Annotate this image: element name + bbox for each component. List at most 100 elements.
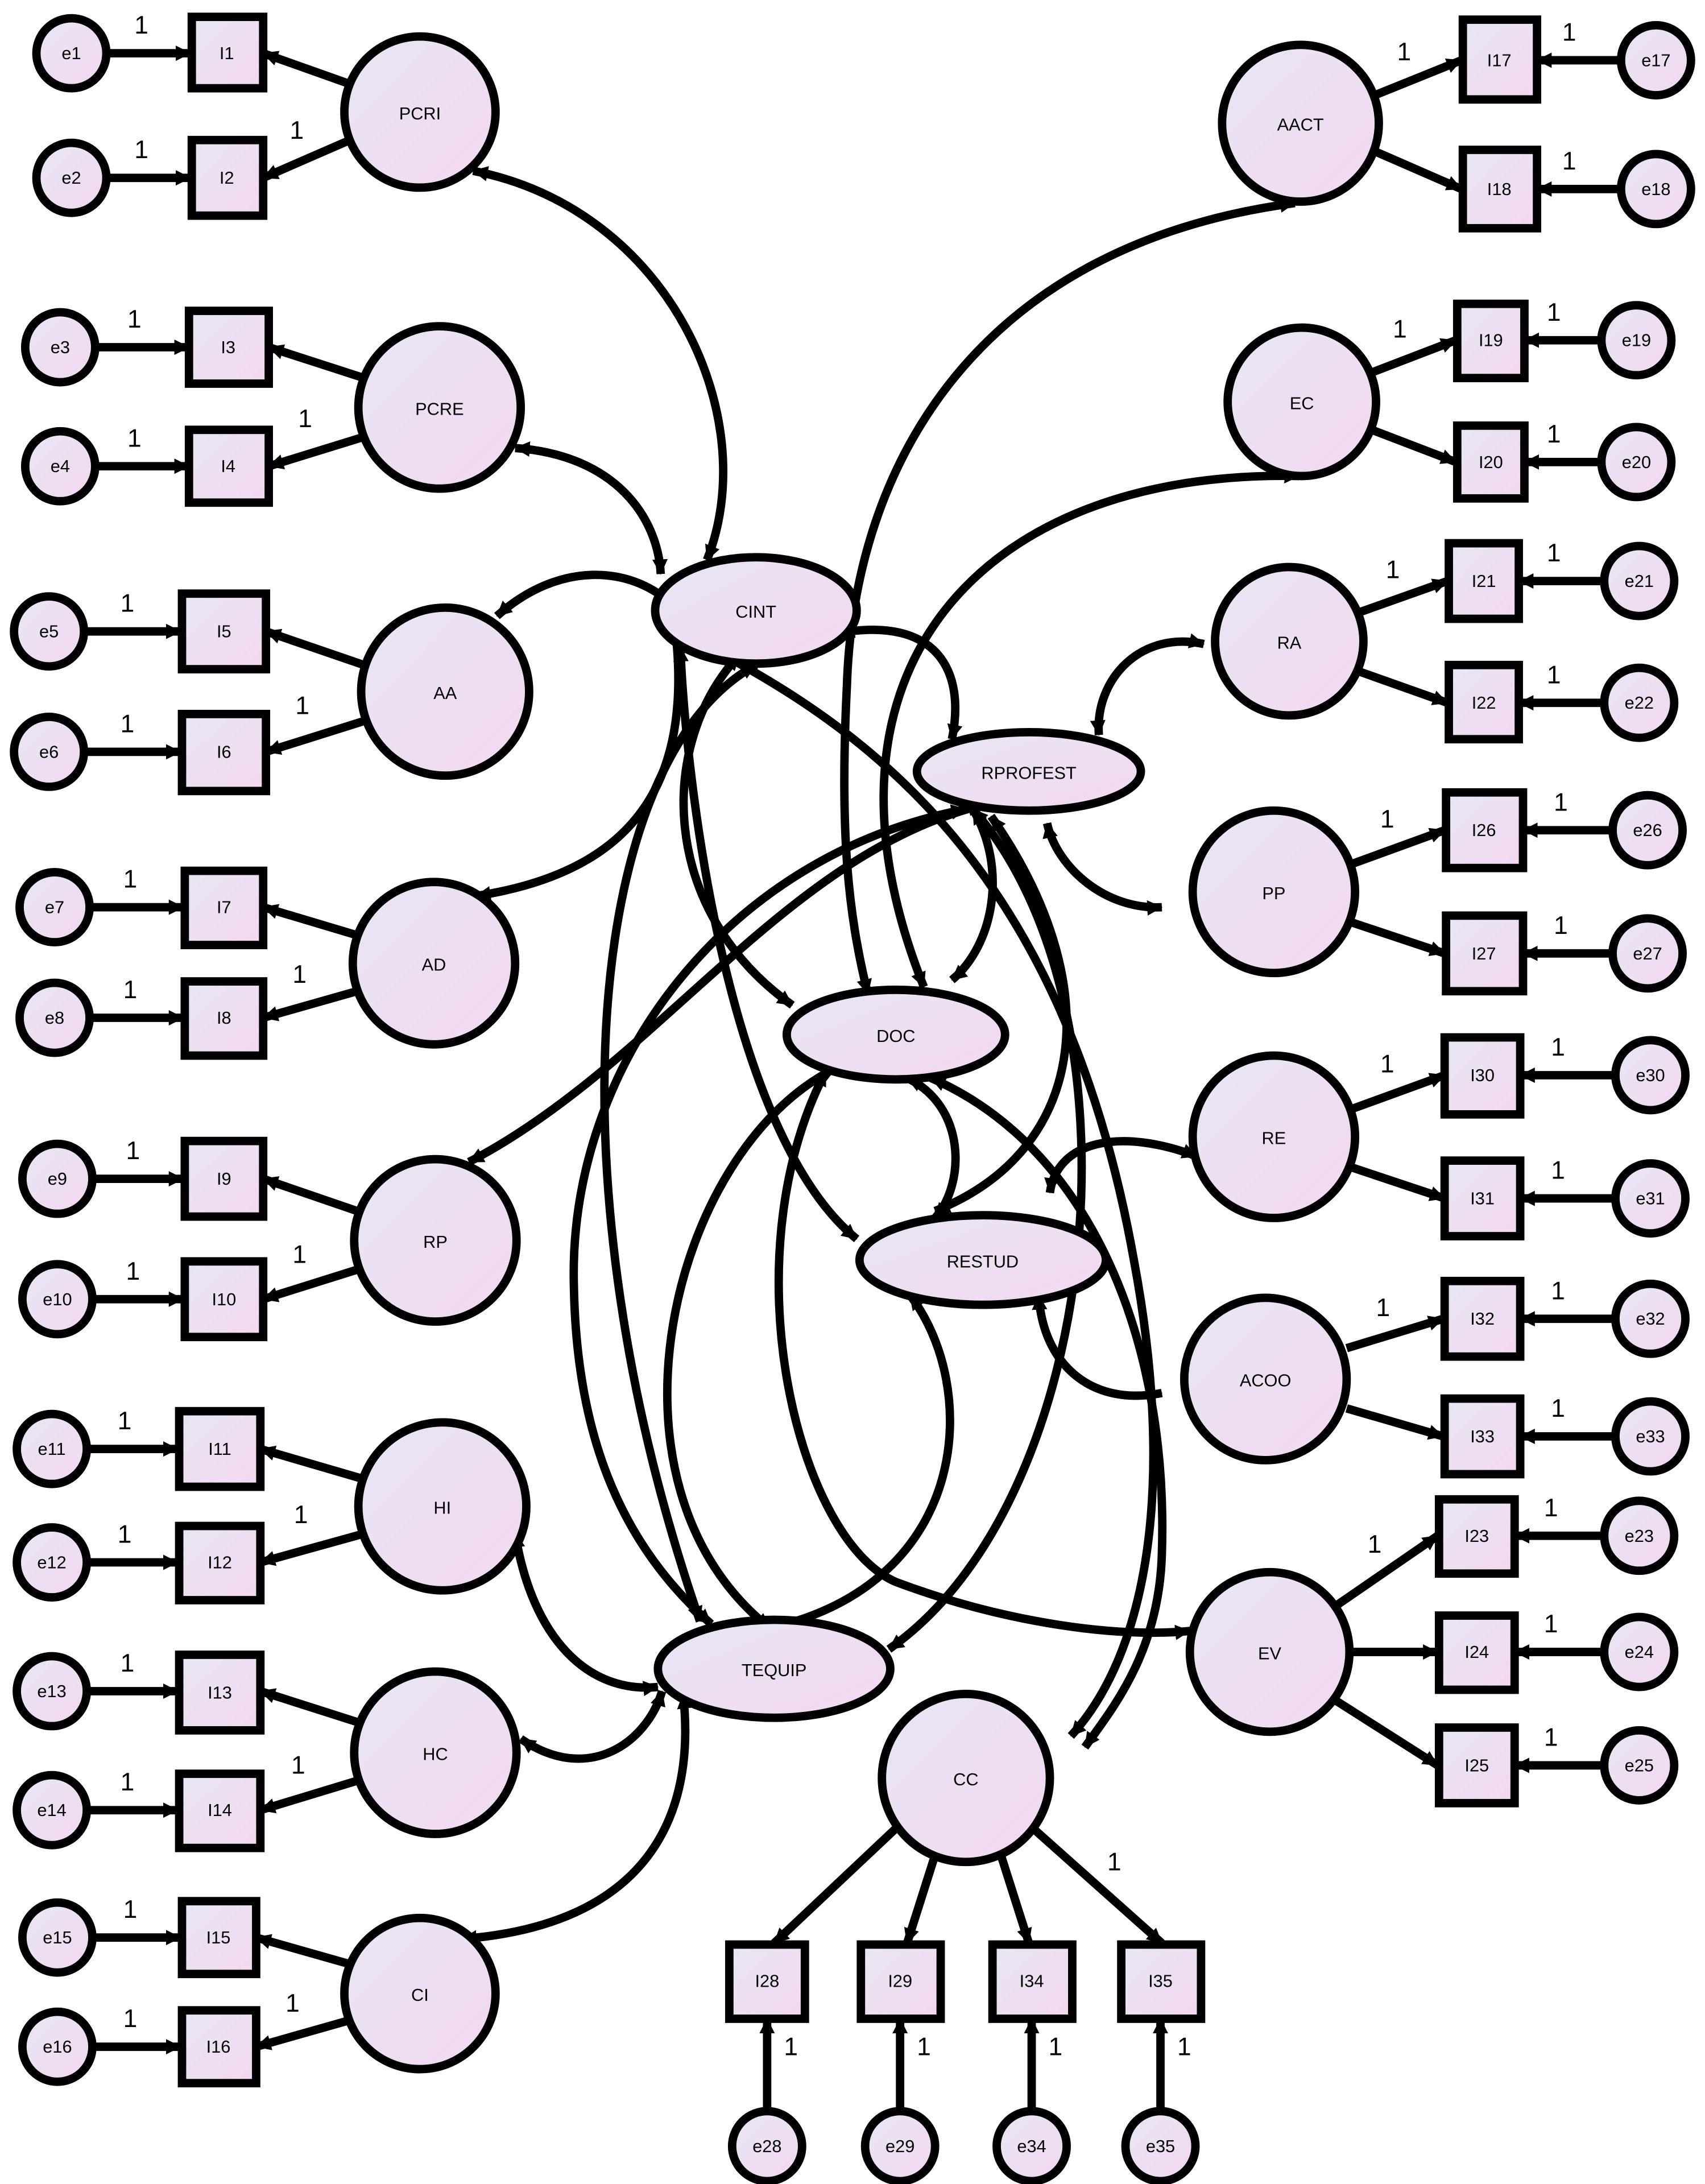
label-e20: e20	[1622, 452, 1651, 472]
weight-e27: 1	[1554, 912, 1568, 940]
label-i18: I18	[1487, 179, 1512, 199]
node-pcri	[340, 32, 500, 192]
label-pp: PP	[1262, 883, 1285, 903]
label-aa: AA	[433, 683, 457, 703]
weight-e35: 1	[1177, 2033, 1191, 2061]
weight-e17: 1	[1562, 18, 1576, 46]
label-i9: I9	[217, 1169, 231, 1189]
path-pcri-i1	[262, 49, 351, 88]
path-pp-i27	[1351, 919, 1446, 958]
label-i8: I8	[217, 1008, 231, 1028]
label-e4: e4	[51, 456, 70, 476]
err-e29	[860, 2107, 940, 2184]
weight-e12: 1	[118, 1521, 132, 1549]
label-e12: e12	[37, 1553, 66, 1573]
label-pcri: PCRI	[399, 104, 441, 123]
path-pcre-i4	[267, 433, 366, 470]
box-i16	[177, 2006, 260, 2088]
weight-e28: 1	[784, 2033, 798, 2061]
path-ra-i21	[1359, 577, 1449, 616]
node-ad	[348, 878, 520, 1049]
err-e6	[10, 712, 89, 791]
weight-e14: 1	[121, 1768, 135, 1796]
label-pcre: PCRE	[415, 399, 464, 419]
label-i11: I11	[208, 1439, 231, 1459]
weight-e23: 1	[1544, 1494, 1558, 1522]
cov-doc-teqip	[663, 1064, 838, 1632]
label-ad: AD	[422, 955, 446, 975]
path-hc-i14	[259, 1776, 358, 1814]
cov-doc-cc	[929, 1074, 1167, 1750]
weight-e32: 1	[1551, 1277, 1565, 1305]
err-e2	[32, 138, 111, 217]
box-i11	[175, 1407, 265, 1491]
weight-e10: 1	[126, 1258, 140, 1285]
label-i17: I17	[1487, 50, 1512, 70]
path-aact-i18	[1373, 147, 1463, 193]
weight-e20: 1	[1547, 420, 1561, 448]
cov-pp-rprofest	[1042, 822, 1163, 916]
weight-e8: 1	[123, 976, 138, 1004]
label-layer: PCRI PCRE AA AD RP HI HC CI AACT EC RA P…	[37, 43, 1670, 2156]
box-i27	[1442, 911, 1528, 996]
path-hi-i11	[259, 1445, 363, 1483]
weight-e11: 1	[118, 1407, 132, 1435]
cov-cint-rprofest	[839, 622, 963, 741]
label-e8: e8	[45, 1008, 64, 1028]
box-i22	[1445, 660, 1524, 744]
label-e31: e31	[1636, 1189, 1665, 1209]
weight-e3: 1	[127, 305, 142, 333]
node-layer	[10, 13, 1695, 2184]
label-e9: e9	[48, 1169, 67, 1189]
connector-layer	[84, 46, 1621, 2111]
cov-pcri-cint	[472, 166, 727, 562]
path-ec-i20	[1370, 425, 1458, 466]
err-e22	[1600, 663, 1679, 742]
err-e34	[992, 2107, 1071, 2184]
label-i33: I33	[1470, 1426, 1495, 1446]
label-i10: I10	[212, 1289, 236, 1309]
cov-restud-teqip	[769, 1292, 954, 1633]
err-e12	[13, 1523, 91, 1602]
box-i13	[175, 1651, 265, 1735]
box-i24	[1434, 1611, 1519, 1694]
cov-hi-teqip	[510, 1532, 659, 1697]
err-e24	[1600, 1612, 1679, 1691]
box-i31	[1440, 1156, 1525, 1240]
weight-e19: 1	[1547, 299, 1561, 326]
path-ci-i16	[255, 2016, 351, 2051]
box-i30	[1440, 1033, 1525, 1119]
box-i28	[725, 1940, 809, 2023]
path-cc-i34	[996, 1854, 1033, 1945]
weight-aact-i17: 1	[1397, 38, 1411, 66]
label-e5: e5	[39, 622, 59, 642]
label-e2: e2	[61, 168, 81, 188]
box-i3	[184, 307, 273, 388]
label-i22: I22	[1472, 693, 1496, 713]
label-i29: I29	[888, 1971, 912, 1991]
node-ev	[1185, 1567, 1354, 1736]
label-i30: I30	[1470, 1065, 1495, 1085]
node-cc	[878, 1690, 1054, 1867]
label-e3: e3	[51, 337, 70, 357]
label-aact: AACT	[1277, 115, 1324, 135]
path-aa-i6	[264, 717, 366, 756]
err-e35	[1121, 2107, 1200, 2184]
label-cc: CC	[953, 1769, 978, 1789]
box-i35	[1117, 1940, 1206, 2023]
label-e17: e17	[1641, 50, 1670, 70]
label-e21: e21	[1625, 571, 1654, 591]
err-e1	[32, 14, 111, 93]
label-i21: I21	[1472, 571, 1496, 591]
box-i23	[1434, 1495, 1519, 1578]
weight-e22: 1	[1547, 661, 1561, 689]
err-e9	[18, 1139, 97, 1218]
path-re-i30	[1351, 1071, 1446, 1113]
weight-ra-i21: 1	[1386, 556, 1400, 584]
label-i1: I1	[220, 43, 234, 63]
err-e10	[18, 1260, 97, 1339]
box-i12	[175, 1521, 265, 1604]
label-e7: e7	[45, 897, 64, 917]
node-rp	[350, 1155, 521, 1326]
box-i15	[177, 1897, 260, 1979]
